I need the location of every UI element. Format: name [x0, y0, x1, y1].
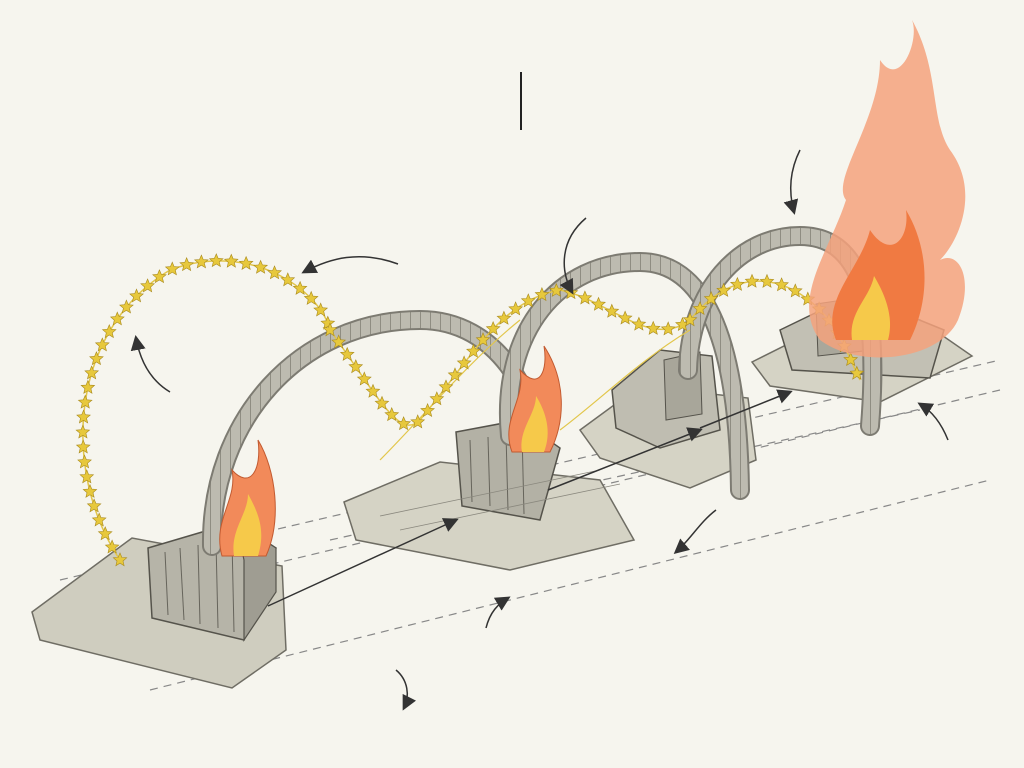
star-icon: [238, 255, 254, 270]
arrow-icon: [395, 669, 417, 711]
star-icon: [849, 365, 865, 380]
star-icon: [682, 312, 698, 327]
star-icon: [617, 310, 633, 325]
star-icon: [76, 409, 91, 424]
star-icon: [604, 303, 620, 318]
star-icon: [508, 301, 524, 316]
star-icon: [303, 290, 319, 305]
star-icon: [109, 311, 125, 326]
arrow-icon: [699, 389, 793, 429]
star-icon: [267, 265, 282, 280]
star-icon: [396, 416, 412, 431]
star-icon: [104, 539, 120, 554]
star-icon: [384, 407, 400, 422]
star-icon: [253, 259, 269, 274]
arrow-icon: [783, 149, 801, 215]
star-icon: [466, 343, 481, 358]
star-icon: [429, 391, 445, 406]
star-icon: [716, 282, 732, 297]
fire-icon: [219, 439, 276, 557]
star-icon: [456, 355, 472, 370]
fire-icon: [508, 345, 562, 453]
arrow-icon: [917, 402, 949, 441]
star-icon: [729, 276, 745, 291]
star-icon: [320, 315, 336, 330]
star-icon: [534, 287, 550, 302]
star-icon: [119, 299, 134, 314]
star-icon: [774, 277, 789, 292]
title-divider: [520, 72, 522, 130]
star-icon: [82, 483, 98, 498]
star-icon: [75, 439, 91, 454]
star-icon: [520, 293, 536, 308]
star-icon: [179, 257, 195, 272]
star-icon: [77, 394, 93, 409]
star-icon: [97, 526, 113, 541]
star-icon: [152, 269, 167, 284]
star-icon: [208, 253, 224, 268]
star-icon: [631, 316, 647, 331]
star-icon: [475, 332, 491, 347]
arrow-icon: [485, 596, 511, 629]
star-icon: [692, 301, 708, 316]
star-icon: [292, 280, 308, 295]
star-icon: [447, 367, 463, 382]
star-icon: [89, 351, 104, 366]
star-icon: [660, 321, 676, 336]
star-garlands: [75, 253, 865, 567]
star-icon: [331, 334, 347, 349]
star-icon: [101, 324, 117, 339]
star-icon: [84, 365, 100, 380]
fire-icon: [809, 20, 966, 358]
star-icon: [365, 383, 381, 398]
arrow-icon: [267, 518, 459, 607]
star-icon: [79, 469, 95, 484]
arrow-icon: [301, 255, 399, 274]
star-icon: [759, 273, 775, 288]
star-icon: [591, 296, 606, 311]
star-icon: [485, 321, 501, 336]
star-icon: [313, 302, 329, 317]
star-icon: [410, 414, 426, 429]
star-icon: [322, 322, 338, 337]
arrow-icon: [673, 509, 717, 554]
star-icon: [77, 454, 92, 469]
star-icon: [374, 395, 390, 410]
star-icon: [129, 288, 144, 303]
arrow-icon: [130, 335, 171, 393]
arrow-icon: [559, 217, 587, 295]
star-icon: [496, 310, 512, 325]
star-icon: [91, 512, 107, 527]
star-icon: [348, 359, 364, 374]
star-icon: [80, 379, 96, 394]
star-icon: [420, 403, 435, 418]
star-icon: [193, 254, 209, 269]
star-icon: [94, 337, 110, 352]
star-icon: [164, 261, 180, 276]
star-icon: [339, 346, 355, 361]
star-icon: [140, 278, 155, 293]
star-icon: [438, 379, 454, 394]
arrows: [130, 149, 949, 711]
star-icon: [577, 290, 593, 305]
star-icon: [787, 283, 803, 298]
star-icon: [86, 498, 102, 513]
star-icon: [223, 253, 239, 268]
star-icon: [112, 552, 128, 567]
star-icon: [645, 320, 661, 335]
star-icon: [280, 272, 296, 287]
star-icon: [75, 424, 91, 439]
star-icon: [744, 273, 760, 288]
arrow-icon: [547, 427, 703, 491]
star-icon: [356, 371, 372, 386]
star-icon: [703, 291, 719, 306]
star-icon: [843, 351, 859, 367]
